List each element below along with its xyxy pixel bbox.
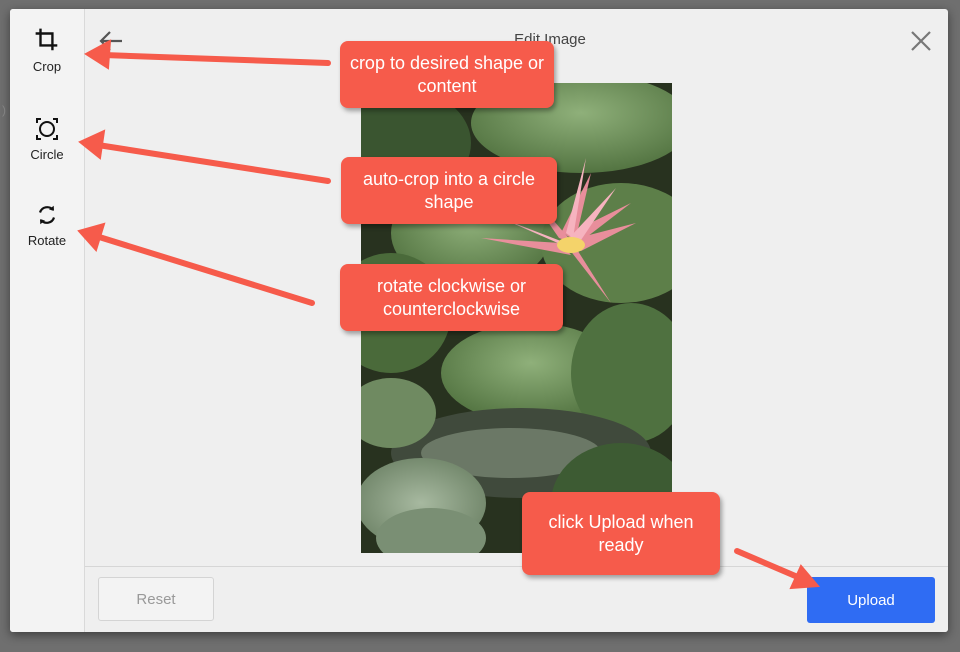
dialog-footer: Reset Upload (85, 566, 948, 632)
crop-icon (35, 28, 58, 51)
rotate-callout: rotate clockwise or counterclockwise (340, 264, 563, 331)
upload-button[interactable]: Upload (807, 577, 935, 623)
circle-tool[interactable]: Circle (10, 117, 84, 162)
circle-tool-label: Circle (30, 147, 64, 162)
crop-tool-label: Crop (32, 59, 62, 74)
tool-sidebar: Crop Circle Rotate (10, 9, 85, 632)
circle-callout: auto-crop into a circle shape (341, 157, 557, 224)
background-fragment: ) (2, 103, 6, 117)
rotate-tool[interactable]: Rotate (10, 203, 84, 248)
crop-callout: crop to desired shape or content (340, 41, 554, 108)
upload-callout: click Upload when ready (522, 492, 720, 575)
rotate-tool-label: Rotate (27, 233, 67, 248)
circle-crop-icon (36, 118, 58, 140)
back-button[interactable] (96, 27, 126, 55)
close-icon (911, 31, 931, 51)
reset-button[interactable]: Reset (98, 577, 214, 621)
rotate-icon (38, 205, 56, 225)
arrow-left-icon (99, 31, 122, 51)
crop-tool[interactable]: Crop (10, 27, 84, 74)
close-button[interactable] (907, 27, 935, 55)
